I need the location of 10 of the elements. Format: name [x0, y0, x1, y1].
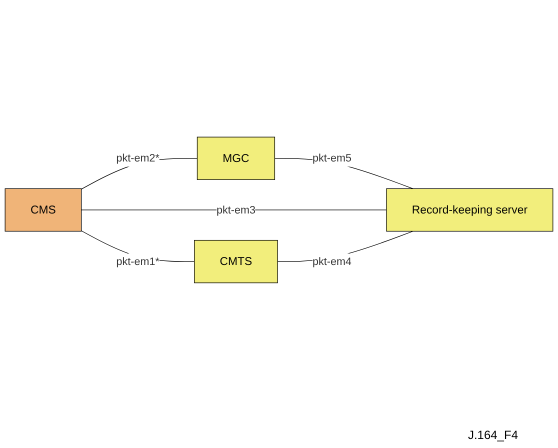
edge-label: pkt-em5: [312, 152, 352, 164]
node-box: CMS: [4, 188, 82, 232]
edge-label: pkt-em3: [216, 204, 256, 216]
edge-label: pkt-em2*: [116, 152, 160, 164]
edge-label: pkt-em1*: [116, 255, 160, 268]
figure-id: J.164_F4: [468, 428, 518, 442]
node-box: MGC: [196, 136, 276, 180]
edge-label: pkt-em4: [312, 255, 352, 268]
node-box: CMTS: [194, 240, 278, 284]
node-box: Record-keeping server: [386, 188, 554, 232]
